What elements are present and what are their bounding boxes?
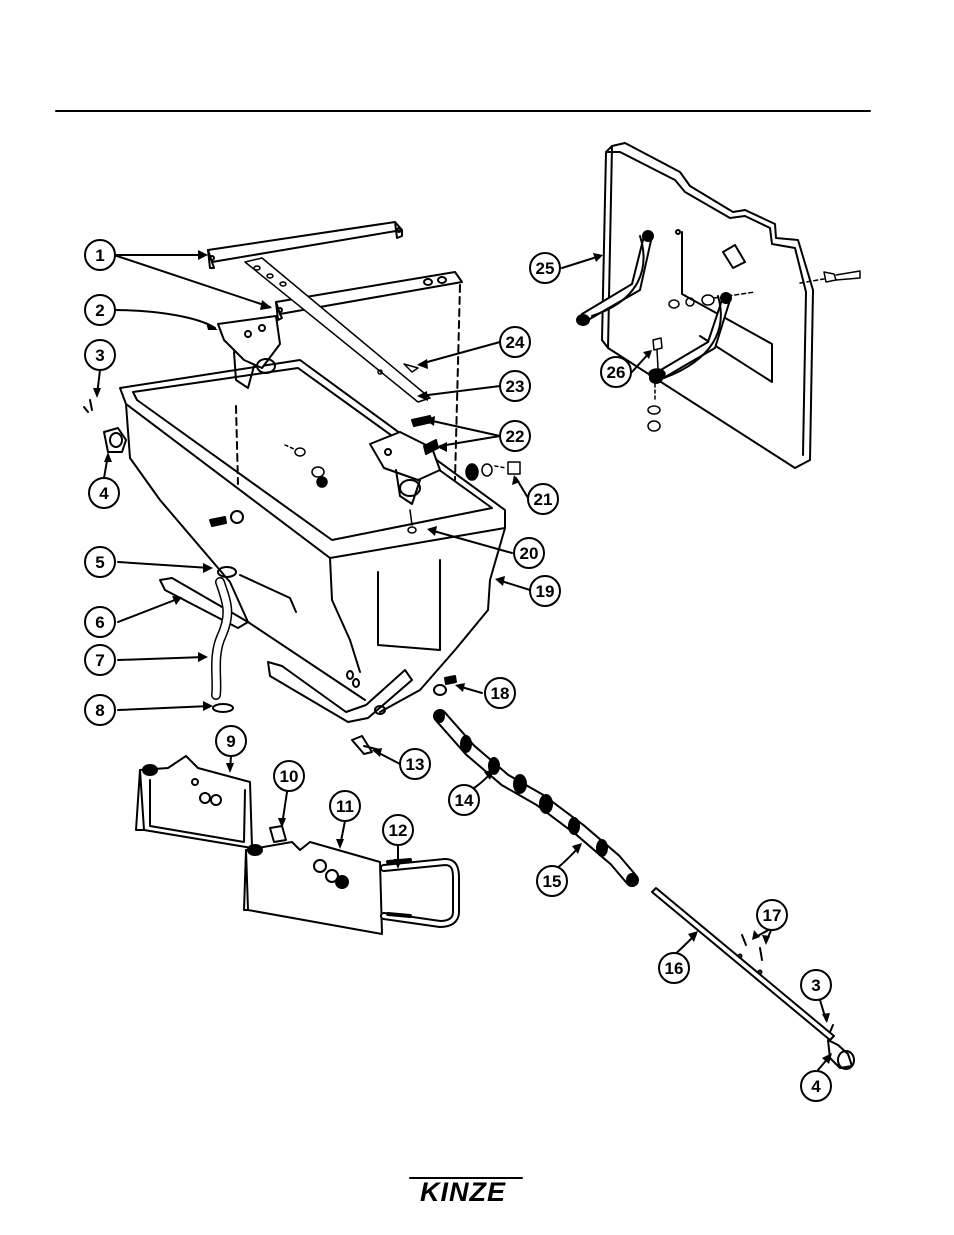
svg-text:5: 5 xyxy=(95,553,104,572)
svg-text:19: 19 xyxy=(536,582,555,601)
callout-c14: 14 xyxy=(449,785,479,815)
callout-c21: 21 xyxy=(528,484,558,514)
svg-text:12: 12 xyxy=(389,821,408,840)
callout-c4b: 4 xyxy=(801,1071,831,1101)
svg-text:4: 4 xyxy=(99,484,109,503)
svg-text:26: 26 xyxy=(607,363,626,382)
svg-text:17: 17 xyxy=(763,906,782,925)
callout-c23: 23 xyxy=(500,371,530,401)
callout-c6: 6 xyxy=(85,607,115,637)
callout-c16: 16 xyxy=(659,953,689,983)
callout-c26: 26 xyxy=(601,357,631,387)
svg-text:18: 18 xyxy=(491,684,510,703)
seed-hopper-box xyxy=(120,285,505,712)
svg-text:22: 22 xyxy=(506,427,525,446)
callout-c8: 8 xyxy=(85,695,115,725)
callout-c17: 17 xyxy=(757,900,787,930)
svg-text:21: 21 xyxy=(534,490,553,509)
lower-brackets xyxy=(268,662,412,754)
callout-c2: 2 xyxy=(85,295,115,325)
svg-text:10: 10 xyxy=(280,767,299,786)
callout-c12: 12 xyxy=(383,815,413,845)
svg-text:24: 24 xyxy=(506,333,525,352)
left-end-bearing xyxy=(84,400,126,452)
callout-c22: 22 xyxy=(500,421,530,451)
svg-text:4: 4 xyxy=(811,1077,821,1096)
svg-text:20: 20 xyxy=(520,544,539,563)
svg-text:6: 6 xyxy=(95,613,104,632)
svg-text:25: 25 xyxy=(536,259,555,278)
svg-text:14: 14 xyxy=(455,791,474,810)
svg-text:3: 3 xyxy=(811,976,820,995)
svg-text:9: 9 xyxy=(226,732,235,751)
svg-text:15: 15 xyxy=(543,872,562,891)
callout-c20: 20 xyxy=(514,538,544,568)
callout-c3b: 3 xyxy=(801,970,831,1000)
svg-text:8: 8 xyxy=(95,701,104,720)
callout-c15: 15 xyxy=(537,866,567,896)
svg-text:1: 1 xyxy=(95,246,104,265)
svg-text:KINZE: KINZE xyxy=(420,1177,506,1207)
seed-gate-right xyxy=(244,826,382,934)
feed-cup-assembly xyxy=(434,676,637,886)
callout-c25: 25 xyxy=(530,253,560,283)
svg-text:16: 16 xyxy=(665,959,684,978)
callout-c13: 13 xyxy=(400,749,430,779)
lid-support-bars xyxy=(208,222,462,320)
callout-c18: 18 xyxy=(485,678,515,708)
svg-text:3: 3 xyxy=(95,346,104,365)
callout-c4a: 4 xyxy=(89,478,119,508)
svg-text:13: 13 xyxy=(406,755,425,774)
seed-gate-left xyxy=(136,756,252,848)
callout-c9: 9 xyxy=(216,726,246,756)
svg-text:11: 11 xyxy=(336,797,354,816)
hose-assembly xyxy=(160,567,248,712)
callout-c3a: 3 xyxy=(85,340,115,370)
u-bolt-handle xyxy=(384,860,456,924)
callout-c1a: 1 xyxy=(85,240,115,270)
svg-text:7: 7 xyxy=(95,651,104,670)
svg-text:2: 2 xyxy=(95,301,104,320)
svg-text:23: 23 xyxy=(506,377,525,396)
callout-c10: 10 xyxy=(274,761,304,791)
callout-c7: 7 xyxy=(85,645,115,675)
kinze-logo: KINZE xyxy=(410,1177,522,1207)
callout-c19: 19 xyxy=(530,576,560,606)
callout-c5: 5 xyxy=(85,547,115,577)
callout-c24: 24 xyxy=(500,327,530,357)
callout-c11: 11 xyxy=(330,791,360,821)
